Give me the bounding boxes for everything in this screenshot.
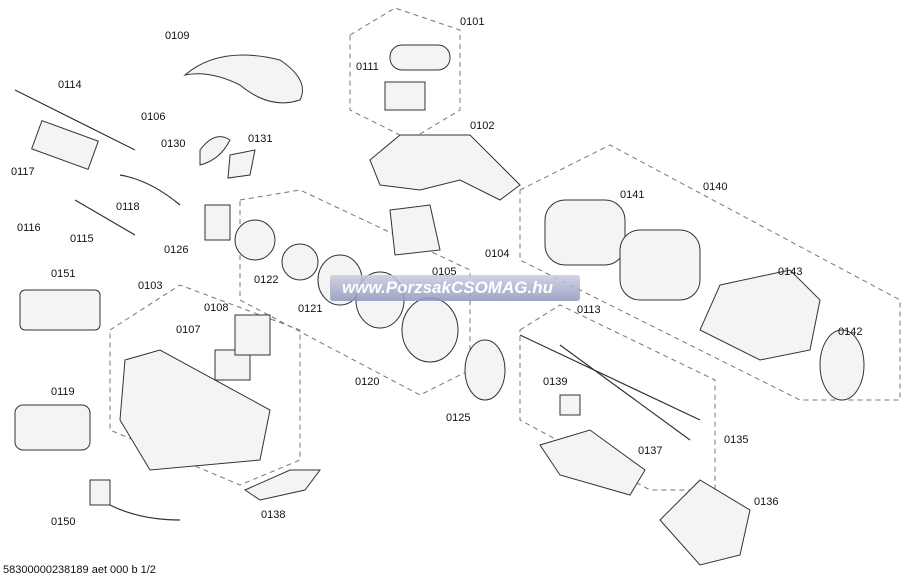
part-label: 0103	[138, 280, 163, 292]
part-label: 0137	[638, 445, 663, 457]
part-label: 0122	[254, 274, 279, 286]
footer-document-id: 58300000238189 aet 000 b 1/2	[3, 564, 156, 576]
part-label: 0115	[70, 233, 94, 245]
part-label: 0151	[51, 268, 76, 280]
part-label: 0136	[754, 496, 779, 508]
part-label: 0106	[141, 111, 166, 123]
part-label: 0141	[620, 189, 645, 201]
part-label: 0150	[51, 516, 76, 528]
part-label: 0117	[11, 166, 35, 178]
cables	[14, 89, 701, 521]
part-label: 0104	[485, 248, 510, 260]
assembly-group-boxes	[109, 7, 901, 491]
part-label: 0138	[261, 509, 286, 521]
part-label: 0121	[298, 303, 323, 315]
part-label: 0107	[176, 324, 201, 336]
part-label: 0114	[58, 79, 82, 91]
watermark-text: www.PorzsakCSOMAG.hu	[342, 278, 553, 297]
part-label: 0111	[356, 61, 379, 73]
part-label: 0113	[577, 304, 601, 316]
part-label: 0119	[51, 386, 75, 398]
part-label: 0102	[470, 120, 495, 132]
part-shapes	[14, 44, 865, 566]
part-label: 0101	[460, 16, 485, 28]
part-label: 0143	[778, 266, 803, 278]
part-label: 0126	[164, 244, 189, 256]
part-label: 0139	[543, 376, 568, 388]
part-label: 0108	[204, 302, 229, 314]
part-label: 0140	[703, 181, 728, 193]
part-label: 0142	[838, 326, 863, 338]
part-label: 0120	[355, 376, 380, 388]
part-label: 0131	[248, 133, 273, 145]
part-label: 0118	[116, 201, 140, 213]
part-label: 0109	[165, 30, 190, 42]
part-label: 0125	[446, 412, 471, 424]
watermark: www.PorzsakCSOMAG.hu	[330, 275, 580, 301]
part-label: 0135	[724, 434, 749, 446]
part-label: 0130	[161, 138, 186, 150]
part-label: 0116	[17, 222, 41, 234]
